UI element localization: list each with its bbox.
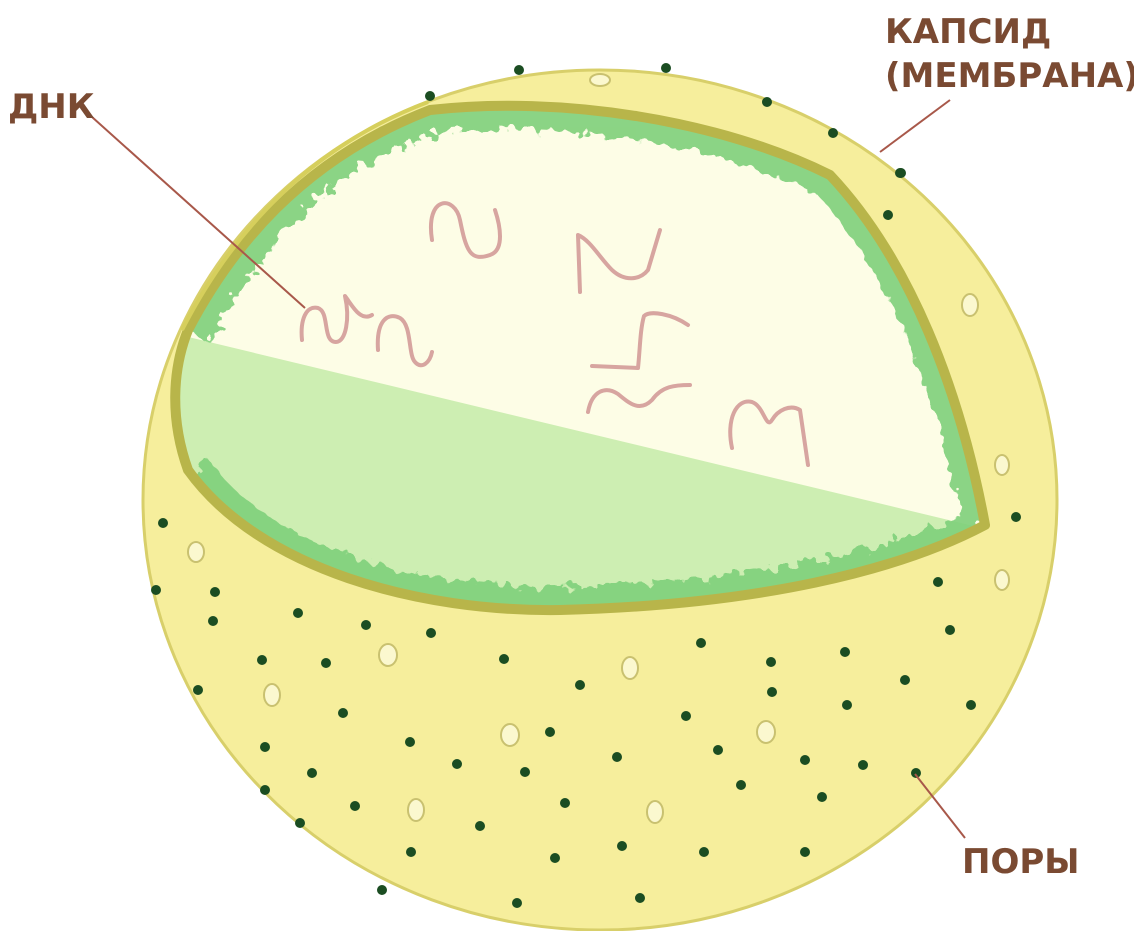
pore-dot (426, 628, 436, 638)
pore-dot (210, 587, 220, 597)
pore-dot (681, 711, 691, 721)
pore-dot (452, 759, 462, 769)
pore-dot (151, 585, 161, 595)
pore-dot (512, 898, 522, 908)
pore-dot (966, 700, 976, 710)
pore-dot (635, 893, 645, 903)
pore-dot (612, 752, 622, 762)
pore-dot (895, 168, 905, 178)
pore-dot (350, 801, 360, 811)
pore-dot (767, 687, 777, 697)
pore-dot (550, 853, 560, 863)
pore-dot (514, 65, 524, 75)
pore-dot (560, 798, 570, 808)
pore-dot (475, 821, 485, 831)
pore-dot (545, 727, 555, 737)
pore-dot (260, 742, 270, 752)
pore-dot (338, 708, 348, 718)
pore-dot (321, 658, 331, 668)
pore-dot (842, 700, 852, 710)
pores-label: ПОРЫ (962, 842, 1080, 882)
pore-dot (425, 91, 435, 101)
pore-dot (699, 847, 709, 857)
pore-dot (696, 638, 706, 648)
pore-dot (406, 847, 416, 857)
dna-label: ДНК (8, 87, 95, 127)
pore-dot (766, 657, 776, 667)
pore-dot (900, 675, 910, 685)
pore-dot (208, 616, 218, 626)
capsid-leader-line (880, 100, 950, 152)
capsid-label: КАПСИД (885, 12, 1051, 52)
pore-dot (260, 785, 270, 795)
pore-dot (736, 780, 746, 790)
pore-dot (405, 737, 415, 747)
pore-dot (840, 647, 850, 657)
pore-dot (293, 608, 303, 618)
pore-dot (377, 885, 387, 895)
pore-dot (800, 847, 810, 857)
pore-dot (661, 63, 671, 73)
capsid-label-sub: (МЕМБРАНА) (885, 56, 1134, 96)
pore-dot (499, 654, 509, 664)
pore-dot (858, 760, 868, 770)
pore-dot (883, 210, 893, 220)
pore-dot (828, 128, 838, 138)
pore-dot (800, 755, 810, 765)
pore-dot (257, 655, 267, 665)
pore-dot (933, 577, 943, 587)
pore-dot (307, 768, 317, 778)
pore-dot (193, 685, 203, 695)
pore-dot (617, 841, 627, 851)
pore-dot (520, 767, 530, 777)
pore-dot (713, 745, 723, 755)
pore-dot (575, 680, 585, 690)
pore-dot (762, 97, 772, 107)
pore-dot (1011, 512, 1021, 522)
pore-dot (158, 518, 168, 528)
pore-dot (295, 818, 305, 828)
pore-dot (945, 625, 955, 635)
pore-dot (361, 620, 371, 630)
pore-dot (817, 792, 827, 802)
